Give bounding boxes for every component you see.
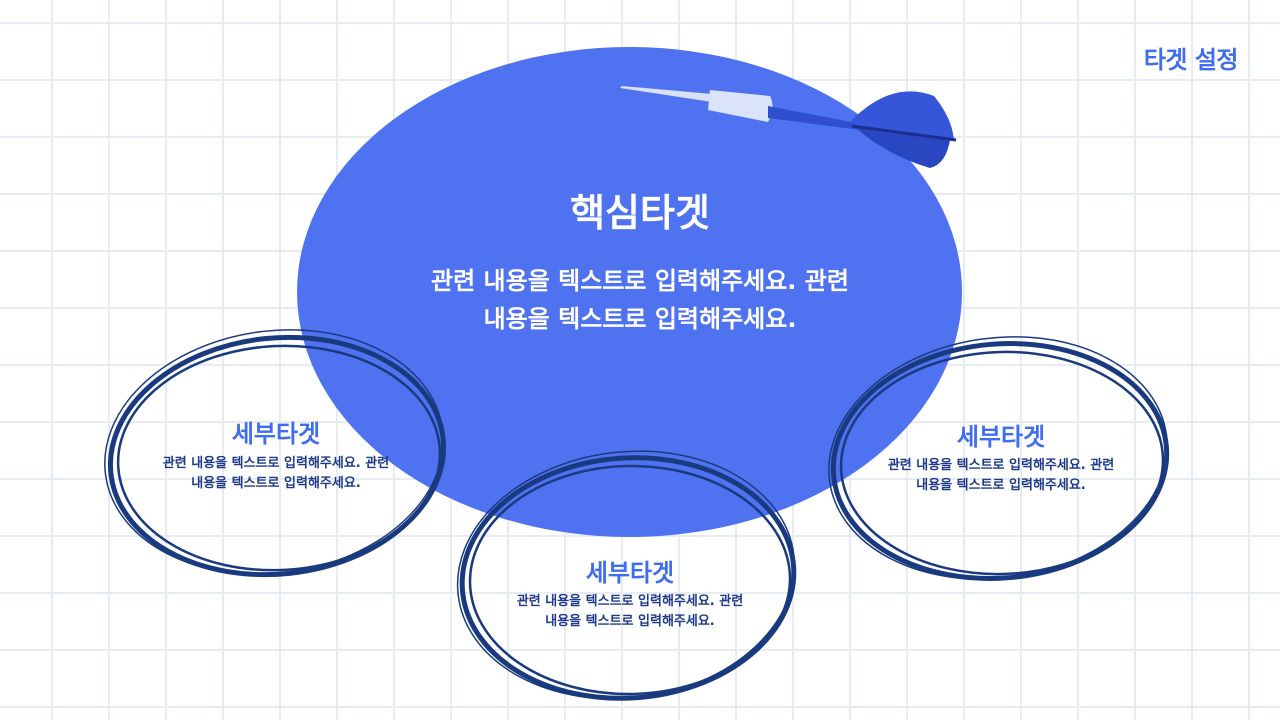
core-target-text: 관련 내용을 텍스트로 입력해주세요. 관련 내용을 텍스트로 입력해주세요.: [431, 267, 849, 333]
sub-target-text-middle: 관련 내용을 텍스트로 입력해주세요. 관련 내용을 텍스트로 입력해주세요.: [516, 594, 744, 629]
core-target-title: 핵심타겟: [570, 191, 710, 235]
sub-target-text-left: 관련 내용을 텍스트로 입력해주세요. 관련 내용을 텍스트로 입력해주세요.: [162, 456, 390, 491]
sub-target-title-left: 세부타겟: [231, 420, 321, 448]
dart-icon: [620, 86, 957, 168]
sub-target-text-right: 관련 내용을 텍스트로 입력해주세요. 관련 내용을 텍스트로 입력해주세요.: [887, 458, 1115, 493]
sub-target-title-middle: 세부타겟: [585, 559, 675, 587]
sub-target-title-right: 세부타겟: [956, 423, 1046, 451]
slide-title: 타겟 설정: [1143, 46, 1239, 74]
